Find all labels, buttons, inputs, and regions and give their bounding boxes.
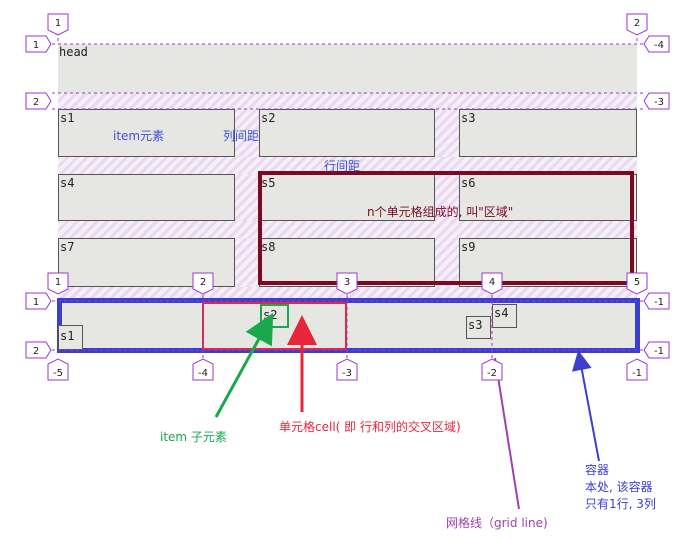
grid-item-s5: s5 xyxy=(259,174,435,221)
line-number-badge xyxy=(626,358,648,381)
cell-label: 单元格cell( 即 行和列的交叉区域) xyxy=(279,420,461,434)
column-gap-2 xyxy=(435,109,459,287)
grid-area-box xyxy=(258,171,634,285)
line-number-text: -3 xyxy=(342,368,352,379)
line-number-text: 3 xyxy=(344,277,350,288)
line-number-text: 2 xyxy=(200,277,206,288)
item-element-label: item元素 xyxy=(113,129,165,143)
line-number-badge xyxy=(47,272,69,295)
line-number-text: 1 xyxy=(33,40,39,51)
line-number-badge xyxy=(481,272,503,295)
item-label: s2 xyxy=(261,111,276,125)
item-label: s5 xyxy=(261,176,276,190)
line-number-text: -4 xyxy=(654,40,664,51)
head-label: head xyxy=(59,45,88,59)
item-label: s3 xyxy=(468,318,483,332)
grid-item-s2: s2 xyxy=(259,109,435,157)
row-gap-label: 行间距 xyxy=(324,159,361,173)
container-label: 容器 本处, 该容器 只有1行, 3列 xyxy=(585,462,656,513)
row-gap-2 xyxy=(58,221,637,238)
line-number-badge xyxy=(481,358,503,381)
line-number-badge xyxy=(25,92,52,110)
line-number-text: -1 xyxy=(632,368,642,379)
line-number-badge xyxy=(626,272,648,295)
line-number-text: 2 xyxy=(634,18,640,29)
grid-item-s3: s3 xyxy=(459,109,637,157)
item-label: s6 xyxy=(461,176,476,190)
grid-line-arrow xyxy=(494,357,520,510)
line-number-badge xyxy=(192,358,214,381)
bottom-item-s3: s3 xyxy=(466,316,491,339)
line-number-badge xyxy=(643,292,670,310)
line-number-text: 2 xyxy=(33,97,39,108)
grid-item-s4: s4 xyxy=(58,174,235,221)
line-number-badges: 1 2 1 2 -4 -3 1 2 3 4 5 -5 -4 -3 -2 -1 1 2 -1 -1 xyxy=(25,13,670,381)
container-label-line: 容器 xyxy=(585,463,610,477)
item-label: s8 xyxy=(261,240,276,254)
column-gap-label: 列间距 xyxy=(223,129,260,143)
line-number-badge xyxy=(25,341,52,359)
grid-item-s1: s1 xyxy=(58,109,235,157)
line-number-text: -1 xyxy=(654,346,664,357)
line-number-badge xyxy=(336,272,358,295)
container-label-line: 只有1行, 3列 xyxy=(585,497,656,511)
line-number-badge xyxy=(626,13,648,36)
line-number-text: -4 xyxy=(198,368,208,379)
grid-item-s6: s6 xyxy=(459,174,637,221)
line-number-text: 5 xyxy=(634,277,640,288)
line-number-badge xyxy=(192,272,214,295)
line-number-badge xyxy=(25,35,52,53)
line-number-text: -1 xyxy=(654,297,664,308)
line-number-text: 4 xyxy=(489,277,495,288)
line-number-badge xyxy=(336,358,358,381)
item-label: s9 xyxy=(461,240,476,254)
column-gap-1 xyxy=(235,109,259,287)
item-label: s7 xyxy=(60,240,75,254)
line-number-text: 1 xyxy=(55,277,61,288)
container-arrow xyxy=(572,350,600,462)
item-arrow xyxy=(214,312,274,418)
bottom-item-s1: s1 xyxy=(58,325,83,350)
line-number-badge xyxy=(643,35,670,53)
line-number-text: -3 xyxy=(654,97,664,108)
row-gap-1 xyxy=(58,157,637,174)
line-number-text: -5 xyxy=(53,368,63,379)
item-label: s4 xyxy=(494,306,509,320)
grid-line-label: 网格线（grid line) xyxy=(446,516,548,530)
line-number-text: -2 xyxy=(487,368,497,379)
item-label: s3 xyxy=(461,111,476,125)
line-number-badge xyxy=(47,13,69,36)
item-child-label: item 子元素 xyxy=(160,430,227,444)
line-number-text: 1 xyxy=(33,297,39,308)
item-label: s4 xyxy=(60,176,75,190)
item-label: s1 xyxy=(60,111,75,125)
item-label: s1 xyxy=(60,329,75,343)
area-label: n个单元格组成的, 叫"区域" xyxy=(367,205,514,219)
container-label-line: 本处, 该容器 xyxy=(585,480,653,494)
line-number-badge xyxy=(643,341,670,359)
header-area: head xyxy=(58,44,637,93)
line-number-text: 1 xyxy=(55,18,61,29)
line-number-badge xyxy=(25,292,52,310)
line-number-text: 2 xyxy=(33,346,39,357)
header-row-gap xyxy=(58,93,637,109)
bottom-item-s4: s4 xyxy=(492,304,517,328)
line-number-badge xyxy=(47,358,69,381)
line-number-badge xyxy=(643,92,670,110)
